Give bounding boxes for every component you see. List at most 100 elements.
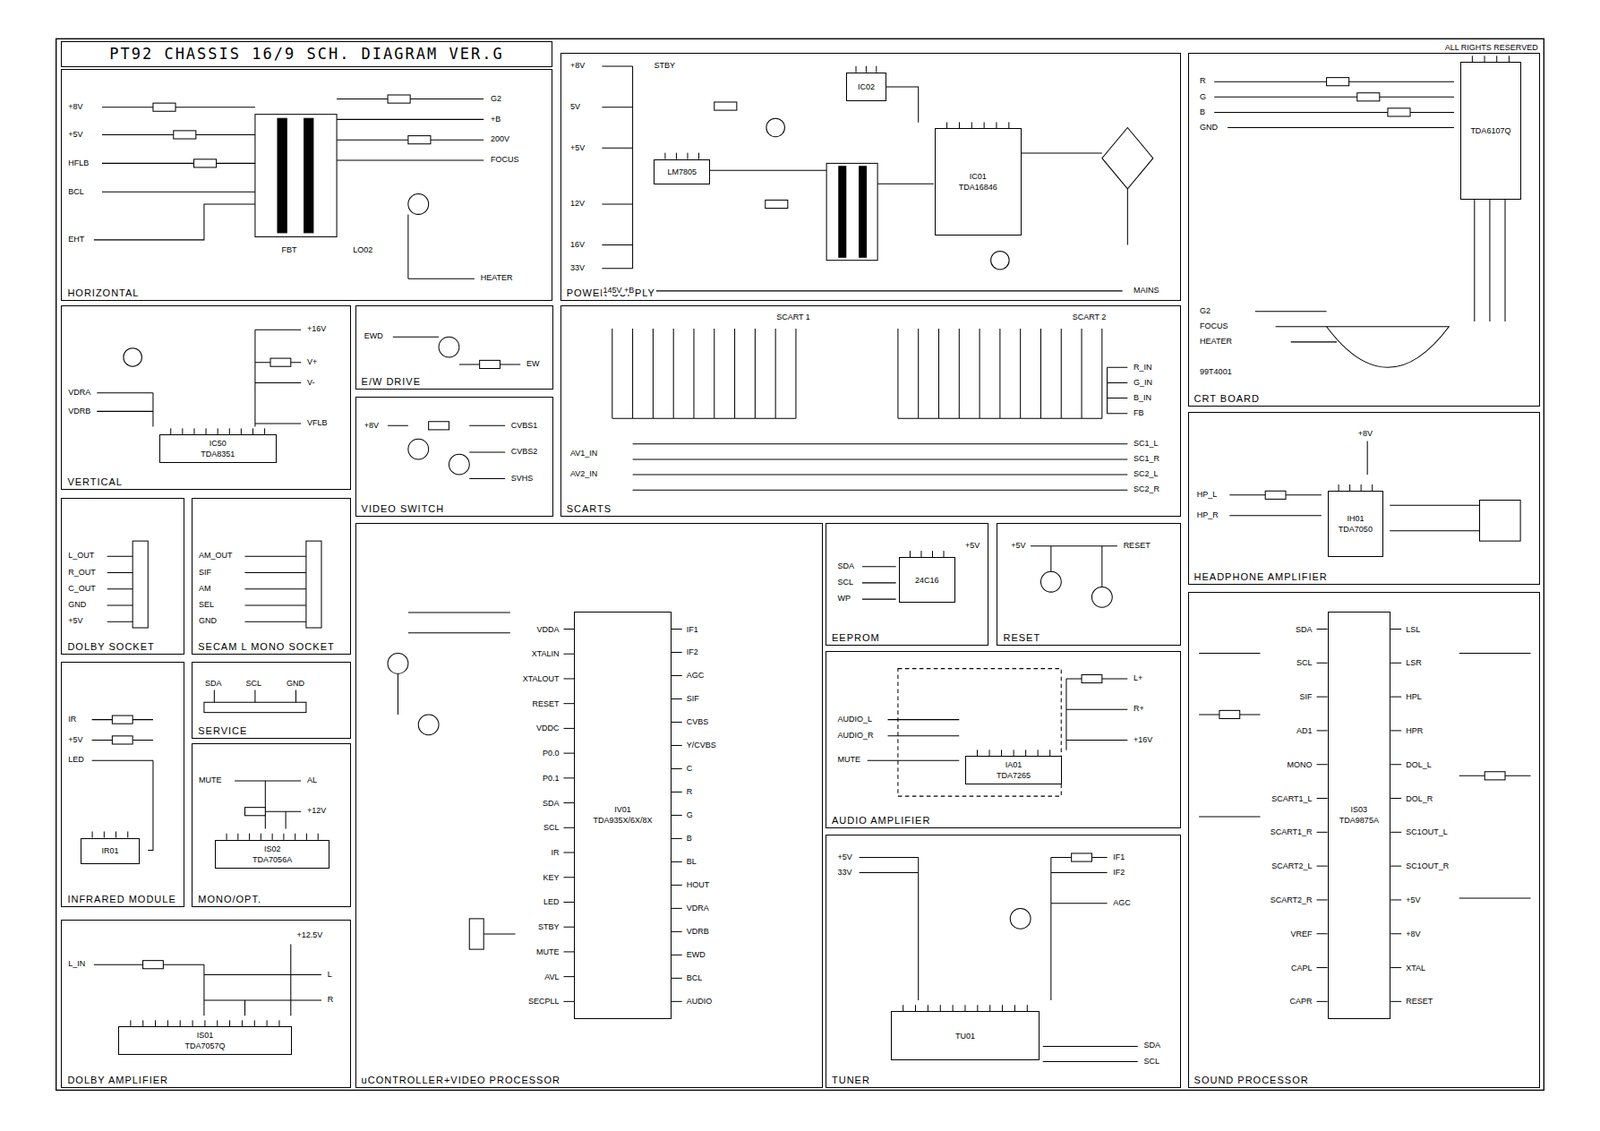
pin-stub [927,1004,929,1011]
pin-stub [932,550,933,557]
pin-label: VDRA [685,903,711,913]
schematic-panel: SERVICE [191,661,351,740]
part-type: TDA7050 [1338,524,1373,534]
pin-label: R [685,787,694,796]
part-reference: IH01 [1346,513,1364,523]
signal-label: +12.5V [296,930,325,940]
pin-stub [181,427,183,435]
pin-stub [1390,932,1402,934]
signal-label: SIF [197,567,213,577]
pin-label: XTALIN [530,649,561,659]
signal-label: FBT [280,245,298,255]
pin-stub [1390,966,1402,968]
pin-stub [1026,1004,1028,1011]
pin-label: DOL_L [1404,760,1433,770]
scart-pins [612,328,796,419]
pin-stub [205,427,207,435]
section-title: HORIZONTAL [66,287,140,299]
resistor-symbol [714,102,737,111]
schematic-panel: uCONTROLLER+VIDEO PROCESSORIV01TDA935X/6… [355,522,823,1088]
pin-stub [920,550,922,557]
pin-label: P0.0 [541,748,561,758]
pin-stub [282,833,284,840]
signal-label: LED [67,754,86,764]
signal-label: HP_R [1196,510,1220,520]
pin-stub [248,833,250,840]
pin-stub [240,427,242,435]
pin-label: SCART1_R [1269,827,1314,837]
crt-neck [1326,326,1450,368]
signal-label: SCL [245,678,264,688]
signal-label: SC2_R [1132,484,1161,494]
signal-label: FOCUS [489,154,521,164]
pin-stub [946,121,948,129]
pin-label: B [685,833,694,843]
pin-stub [671,768,683,770]
pin-label: AVL [543,972,560,982]
dolby-amp-circuit [94,943,322,1016]
resistor-symbol [173,130,197,139]
pin-stub [563,777,574,779]
transistor-symbol [438,336,460,358]
pin-label: KEY [541,872,560,882]
part-type: TDA7057Q [184,1041,225,1051]
part-type: TDA7056A [252,855,292,865]
signal-label: L [326,969,334,979]
pin-label: SCL [542,822,561,832]
pin-stub [254,1019,256,1027]
signal-label: AUDIO_R [837,730,875,740]
signal-label: EWD [363,331,385,341]
signal-label: AV2_IN [569,469,599,479]
pin-stub [563,876,574,878]
signal-label: SEL [197,599,215,609]
signal-label: 16V [569,239,586,249]
pin-stub [1317,932,1328,934]
resistor-symbol [245,807,266,816]
pin-stub [129,1019,131,1027]
pin-label: SCART1_L [1270,794,1313,804]
pin-label: IR [549,847,560,857]
wire [92,719,154,851]
signal-label: SDA [204,678,223,688]
signal-label: C_OUT [67,583,97,593]
bridge-rectifier [1102,127,1154,189]
pin-stub [563,926,574,928]
wire [94,99,484,280]
pin-label: CAPL [1290,963,1314,973]
ic-chip: LM7805 [653,159,711,185]
pin-label: CAPR [1289,996,1314,1006]
pin-stub [698,153,700,160]
pin-label: IF1 [685,624,700,634]
pin-stub [127,831,129,839]
pin-stub [875,66,877,73]
pin-label: LED [542,897,561,907]
transistor-symbol [1009,908,1031,930]
pin-stub [563,802,574,804]
signal-label: 5V [569,102,582,112]
pin-stub [1471,55,1473,62]
transistor-symbol [418,714,439,736]
vertical-circuit [96,329,301,427]
signal-label: R_OUT [67,567,97,577]
pin-stub [671,954,683,956]
section-title: CRT BOARD [1193,393,1261,404]
pin-stub [92,831,94,839]
pin-stub [995,121,997,129]
transformer-core [859,166,867,257]
diagram-title: PT92 CHASSIS 16/9 SCH. DIAGRAM VER.G [109,44,504,63]
pin-stub [563,827,574,829]
part-type: TDA9875A [1339,815,1379,825]
schematic-panel: HORIZONTAL [60,68,552,301]
part-type: IC02 [857,82,875,92]
part-type: TU01 [955,1031,976,1041]
signal-label: +5V [569,143,586,153]
pin-stub [563,950,574,952]
signal-label: R [326,994,335,1004]
resistor-symbol [765,199,788,208]
resistor-symbol [1219,710,1241,719]
signal-label: SCART 1 [775,312,812,322]
section-title: DOLBY AMPLIFIER [66,1074,170,1086]
pin-stub [154,1019,156,1027]
pin-stub [192,1019,194,1027]
pin-label: MUTE [535,947,561,957]
